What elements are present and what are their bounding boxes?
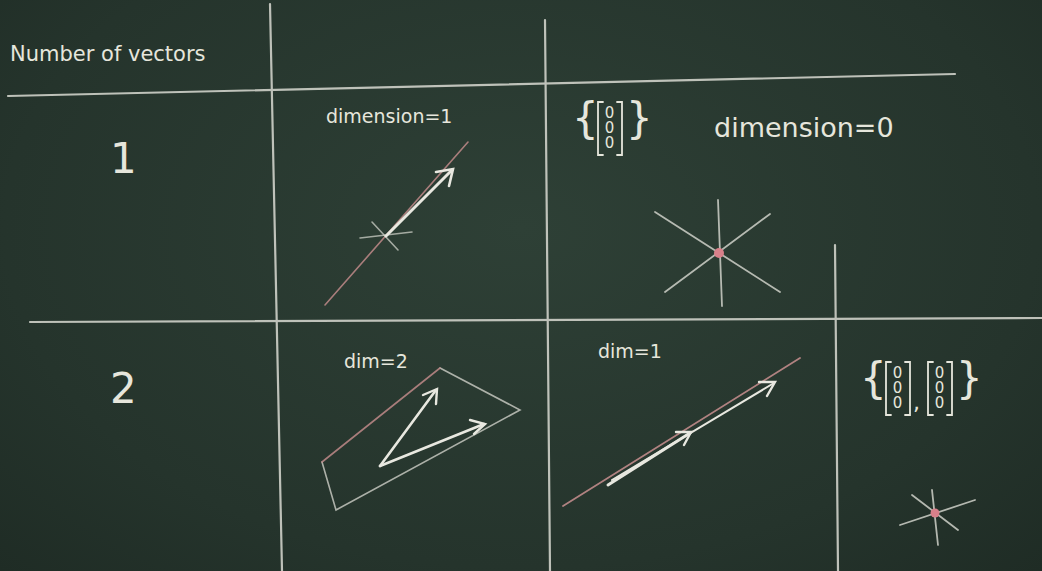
dimension-label: dim=2 <box>344 352 408 371</box>
dimension-label: dimension=1 <box>326 107 452 126</box>
column-heading: Number of vectors <box>10 44 206 65</box>
separator-comma: , <box>913 392 920 414</box>
dimension-label: dimension=0 <box>714 114 894 141</box>
set-brace: { <box>860 358 887 400</box>
zero-vector: 0 0 0 <box>892 366 903 411</box>
dimension-label: dim=1 <box>598 342 662 361</box>
set-brace: { <box>572 98 599 140</box>
row-number: 2 <box>110 368 137 410</box>
zero-vector: 0 0 0 <box>934 366 945 411</box>
row-number: 1 <box>110 138 137 180</box>
set-brace: } <box>956 358 983 400</box>
zero-vector: 0 0 0 <box>604 106 615 151</box>
set-brace: } <box>626 98 653 140</box>
